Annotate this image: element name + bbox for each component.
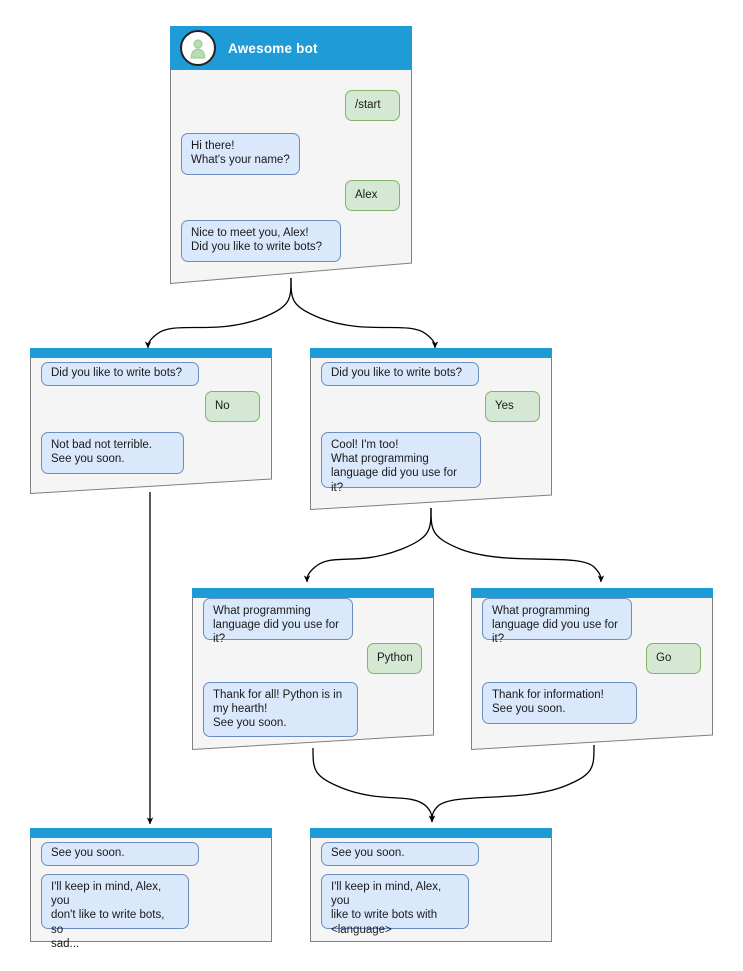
edge-yes-to-python (303, 507, 432, 583)
node-end-yes-content: See you soon. I'll keep in mind, Alex, y… (310, 828, 552, 942)
node-yes-branch-content: Did you like to write bots? Yes Cool! I'… (310, 348, 552, 510)
message-bubble-user: /start (345, 90, 400, 121)
message-bubble-bot: What programming language did you use fo… (203, 598, 353, 645)
message-bubble-bot: Hi there! What's your name? (181, 133, 300, 175)
message-bubble-bot: I'll keep in mind, Alex, you don't like … (41, 874, 189, 950)
message-bubble-user: Yes (485, 391, 540, 422)
edge-root-to-no (144, 277, 292, 349)
node-end-no[interactable]: See you soon. I'll keep in mind, Alex, y… (30, 828, 272, 950)
message-bubble-user: Python (367, 643, 422, 674)
node-header-bar (30, 828, 272, 838)
edge-python-to-end-yes (312, 747, 436, 823)
node-end-yes[interactable]: See you soon. I'll keep in mind, Alex, y… (310, 828, 552, 942)
message-bubble-bot: Nice to meet you, Alex! Did you like to … (181, 220, 341, 262)
message-bubble-bot: What programming language did you use fo… (482, 598, 632, 645)
message-bubble-user: Alex (345, 180, 400, 211)
node-end-no-content: See you soon. I'll keep in mind, Alex, y… (30, 828, 272, 950)
message-bubble-bot: Did you like to write bots? (321, 362, 479, 386)
message-bubble-bot: Not bad not terrible. See you soon. (41, 432, 184, 474)
chat-header: Awesome bot (170, 26, 412, 70)
edge-yes-to-go (430, 507, 605, 583)
message-bubble-bot: Thank for information! See you soon. (482, 682, 637, 724)
node-go-branch[interactable]: What programming language did you use fo… (471, 588, 713, 750)
node-no-branch-content: Did you like to write bots? No Not bad n… (30, 348, 272, 494)
message-bubble-bot: I'll keep in mind, Alex, you like to wri… (321, 874, 469, 936)
bot-title: Awesome bot (228, 40, 318, 56)
message-bubble-user: Go (646, 643, 701, 674)
message-bubble-bot: Thank for all! Python is in my hearth! S… (203, 682, 358, 737)
message-bubble-bot: See you soon. (321, 842, 479, 866)
node-root[interactable]: Awesome bot /start Hi there! What's your… (170, 26, 412, 284)
message-bubble-bot: Did you like to write bots? (41, 362, 199, 386)
node-header-bar (310, 828, 552, 838)
message-bubble-bot: See you soon. (41, 842, 199, 866)
node-header-bar (192, 588, 434, 598)
node-header-bar (30, 348, 272, 358)
node-root-content: Awesome bot /start Hi there! What's your… (170, 26, 412, 284)
node-header-bar (310, 348, 552, 358)
message-bubble-user: No (205, 391, 260, 422)
edge-root-to-yes (290, 277, 439, 349)
message-bubble-bot: Cool! I'm too! What programming language… (321, 432, 481, 494)
edge-go-to-end-yes (428, 744, 595, 823)
person-avatar-icon (180, 30, 216, 66)
node-header-bar (471, 588, 713, 598)
node-no-branch[interactable]: Did you like to write bots? No Not bad n… (30, 348, 272, 494)
node-go-branch-content: What programming language did you use fo… (471, 588, 713, 750)
node-yes-branch[interactable]: Did you like to write bots? Yes Cool! I'… (310, 348, 552, 510)
node-python-branch-content: What programming language did you use fo… (192, 588, 434, 750)
node-python-branch[interactable]: What programming language did you use fo… (192, 588, 434, 750)
